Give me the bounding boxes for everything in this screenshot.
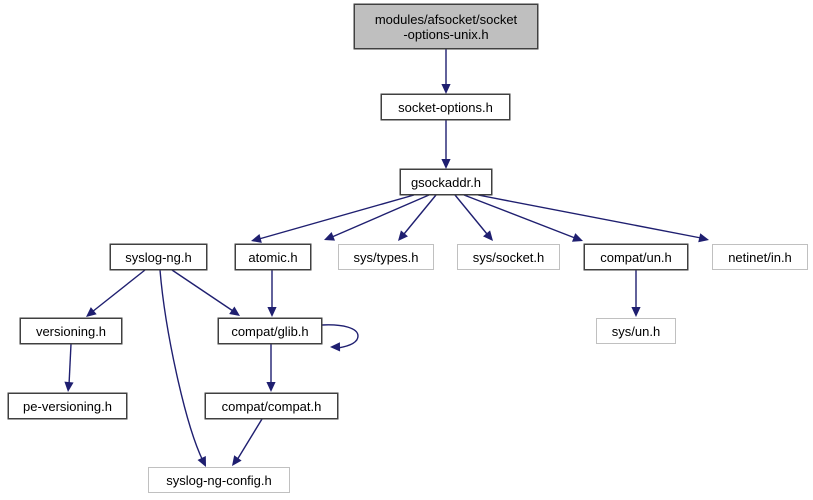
node-label: atomic.h <box>248 249 298 265</box>
edge-compatcompat-to-syslogngcfg <box>232 418 263 466</box>
node-root[interactable]: modules/afsocket/socket -options-unix.h <box>354 4 538 49</box>
node-label: syslog-ng-config.h <box>166 472 272 488</box>
edge-syslogng-to-compatglib <box>171 269 240 316</box>
arrowhead <box>232 455 242 466</box>
edge-compatglib-to-compatglib <box>321 324 359 352</box>
node-gsockaddr[interactable]: gsockaddr.h <box>400 169 492 195</box>
edge-sockopts-to-gsockaddr <box>441 120 451 169</box>
edge-gsockaddr-to-syslogng <box>251 194 415 243</box>
edge-gsockaddr-to-atomic <box>324 194 430 241</box>
node-label: versioning.h <box>35 323 107 339</box>
arrowhead <box>398 230 408 241</box>
arrowhead <box>441 159 451 169</box>
node-netinetin[interactable]: netinet/in.h <box>712 244 808 270</box>
node-label: sys/socket.h <box>472 249 545 265</box>
arrowhead <box>572 233 583 242</box>
node-label: syslog-ng.h <box>125 249 192 265</box>
node-label: netinet/in.h <box>728 249 792 265</box>
node-compatglib[interactable]: compat/glib.h <box>218 318 322 344</box>
arrowhead <box>229 306 240 316</box>
node-sysun[interactable]: sys/un.h <box>596 318 676 344</box>
node-label: socket-options.h <box>398 99 493 115</box>
node-syssocket[interactable]: sys/socket.h <box>457 244 560 270</box>
arrowhead <box>86 307 97 317</box>
edge-syslogng-to-syslogngcfg <box>159 269 206 467</box>
arrowhead <box>197 455 206 467</box>
arrowhead <box>483 230 493 241</box>
arrowhead <box>441 84 451 94</box>
arrowhead <box>330 342 341 352</box>
node-label: sys/types.h <box>353 249 419 265</box>
node-label: pe-versioning.h <box>23 398 112 414</box>
arrowhead <box>266 382 276 392</box>
node-label: gsockaddr.h <box>410 174 482 190</box>
node-label: compat/compat.h <box>221 398 322 414</box>
arrowhead <box>251 233 262 243</box>
node-compatcompat[interactable]: compat/compat.h <box>205 393 338 419</box>
edge-versioning-to-peversion <box>64 343 74 392</box>
node-sockopts[interactable]: socket-options.h <box>381 94 510 120</box>
node-versioning[interactable]: versioning.h <box>20 318 122 344</box>
edge-gsockaddr-to-systypes <box>398 194 437 241</box>
arrowhead <box>631 307 641 317</box>
arrowhead <box>64 381 74 392</box>
node-atomic[interactable]: atomic.h <box>235 244 311 270</box>
edge-compatglib-to-compatcompat <box>266 344 276 392</box>
edge-atomic-to-compatglib <box>267 270 277 317</box>
node-systypes[interactable]: sys/types.h <box>338 244 434 270</box>
node-syslogng[interactable]: syslog-ng.h <box>110 244 207 270</box>
node-label: compat/glib.h <box>231 323 309 339</box>
node-compatun[interactable]: compat/un.h <box>584 244 688 270</box>
node-label: sys/un.h <box>611 323 661 339</box>
edge-gsockaddr-to-compatun <box>463 194 583 242</box>
edge-syslogng-to-versioning <box>86 269 146 317</box>
node-peversion[interactable]: pe-versioning.h <box>8 393 127 419</box>
node-label: compat/un.h <box>600 249 672 265</box>
arrowhead <box>267 307 277 317</box>
arrowhead <box>324 232 335 241</box>
edge-gsockaddr-to-netinetin <box>477 194 709 243</box>
node-label: modules/afsocket/socket -options-unix.h <box>374 11 518 42</box>
edge-root-to-sockopts <box>441 49 451 94</box>
arrowhead <box>698 233 709 243</box>
edge-compatun-to-sysun <box>631 270 641 317</box>
node-syslogngcfg[interactable]: syslog-ng-config.h <box>148 467 290 493</box>
edge-gsockaddr-to-syssocket <box>454 194 493 241</box>
